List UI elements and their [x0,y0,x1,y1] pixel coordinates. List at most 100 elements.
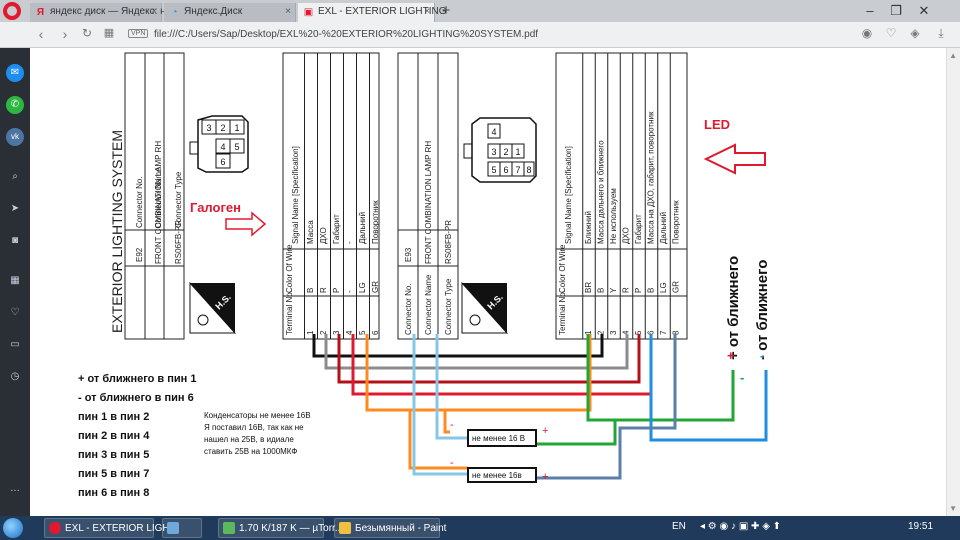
pin-no-cell: 1 [584,330,593,335]
pin-no-cell: 5 [634,330,643,335]
led-arrow-icon [703,143,766,175]
wire-black [312,334,604,358]
taskbar-item-paint[interactable]: Безымянный - Paint [334,518,446,538]
vertical-scrollbar[interactable]: ▲ ▼ [946,48,960,516]
pin-no-cell: 3 [609,330,618,335]
pin-signal-cell: Габарит [634,214,643,244]
tab-label: Яндекс.Диск [184,6,243,17]
pin-color-cell: R [622,287,631,293]
heart-icon[interactable]: ♡ [885,26,897,40]
tab-yandex-search[interactable]: Я яндекс диск — Яндекс: на × [30,3,171,22]
bookmarks-icon[interactable]: ♡ [10,307,20,318]
close-window-icon[interactable]: ✕ [918,3,930,18]
e92-connector-no-label: Connector No. [135,176,144,228]
speed-dial-icon[interactable]: ▦ [103,27,115,39]
camera-icon[interactable]: ◉ [861,26,873,40]
pin-color-cell: P [634,288,643,293]
start-button[interactable] [3,518,23,538]
scroll-up-icon[interactable]: ▲ [949,51,957,60]
messenger-icon[interactable]: ✉ [6,64,24,82]
svg-text:пин 3 в пин 5: пин 3 в пин 5 [78,449,149,461]
pin-signal-cell: - [345,241,354,244]
pin-color-cell: R [319,287,328,293]
pin-no-cell: 7 [659,330,668,335]
taskbar-item-utorrent[interactable]: 1.70 K/187 K — µTorr... [218,518,343,538]
pin-color-cell: BR [584,282,593,293]
close-icon[interactable]: × [424,6,430,17]
camera-snap-icon[interactable]: ◙ [11,235,19,246]
wire-green-2 [535,418,617,446]
minimize-icon[interactable]: – [866,3,874,18]
capacitor-note: Конденсаторы не менее 16В Я поставил 16В… [204,411,311,456]
new-tab-button[interactable]: + [441,2,451,19]
back-icon[interactable]: ‹ [38,26,44,42]
tab-exl-pdf[interactable]: ▣ EXL - EXTERIOR LIGHTING × [298,3,447,22]
vk-icon[interactable]: vk [6,128,24,146]
close-icon[interactable]: × [151,6,157,17]
minus-from-low-beam-label: - от ближнего [754,260,771,360]
pin-color-cell: B [647,288,656,293]
taskbar: EXL - EXTERIOR LIGH... 1.70 K/187 K — µT… [0,516,960,540]
opera-icon [49,522,61,534]
more-icon[interactable]: … [10,483,20,494]
pin6-label: 3 [206,123,211,133]
minus-sign-blue: - [760,348,764,363]
connector-e93-header: Connector No. E93 Connector Name FRONT C… [397,52,459,340]
taskbar-item-app[interactable] [162,518,202,538]
halogen-label: Галоген [190,200,241,215]
pin-no-cell: 2 [319,330,328,335]
e93-type: RS08FB-PR [444,220,453,264]
led-label: LED [704,117,730,132]
opera-logo-icon[interactable] [3,2,21,20]
maximize-icon[interactable]: ❐ [890,3,902,18]
col-color-label: Color Of Wire [285,244,294,293]
url-field[interactable]: file:///C:/Users/Sap/Desktop/EXL%20-%20E… [154,29,539,40]
scroll-down-icon[interactable]: ▼ [949,504,957,513]
pin8-label: 7 [515,165,520,175]
extension-icon[interactable]: ◈ [910,26,920,40]
svg-text:пин 6 в пин 8: пин 6 в пин 8 [78,487,149,499]
capacitor-1: не менее 16 В - + [450,419,548,447]
reload-icon[interactable]: ↻ [81,26,93,40]
cap-minus: - [450,419,454,431]
pin-no-cell: 1 [306,330,315,335]
e92-connector-name-label: Connector Name [154,167,163,228]
col-signal-label: Signal Name [Specification] [564,146,573,244]
send-icon[interactable]: ➤ [10,203,20,214]
cap-plus: + [542,425,548,437]
svg-text:- от ближнего в пин 6: - от ближнего в пин 6 [78,392,194,404]
search-icon[interactable]: ⌕ [12,171,18,182]
pin-no-cell: 8 [672,330,681,335]
e93-no: E93 [404,247,413,262]
pin6-label: 6 [220,157,225,167]
tabs-icon[interactable]: ▭ [10,339,20,350]
pin-signal-cell: Масса дальнего и ближнего [597,140,606,244]
pin6-label: 1 [234,123,239,133]
pin-signal-cell: Масса на ДХО, габарит, поворотник [647,111,656,244]
whatsapp-icon[interactable]: ✆ [6,96,24,114]
language-indicator[interactable]: EN [672,521,686,532]
hs-badge-left: H.S. [189,281,237,334]
clock[interactable]: 19:51 [908,521,934,532]
forward-icon[interactable]: › [62,26,68,42]
svg-text:пин 5 в пин 7: пин 5 в пин 7 [78,468,149,480]
taskbar-item-opera[interactable]: EXL - EXTERIOR LIGH... [44,518,178,538]
tab-label: EXL - EXTERIOR LIGHTING [318,6,447,17]
col-terminal-label: Terminal No. [558,290,567,335]
vpn-badge[interactable]: VPN [128,29,149,38]
wire-gray [324,334,629,370]
history-icon[interactable]: ◷ [10,371,20,382]
close-icon[interactable]: × [285,6,291,17]
pdf-icon: ▣ [303,7,314,18]
tray-icons[interactable]: ◂ ⚙ ◉ ♪ ▣ ✚ ◈ ⬆ [700,521,782,532]
pin-signal-cell: Ближний [584,211,593,244]
tab-yandex-disk[interactable]: ◔ Яндекс.Диск × [164,3,296,22]
e92-name: FRONT COMBINATION LAMP RH [154,141,163,264]
pin6-label: 2 [220,123,225,133]
pdf-page: EXTERIOR LIGHTING SYSTEM Connector No. E… [78,52,771,499]
download-icon[interactable]: ⤓ [938,26,944,40]
tab-bar: Я яндекс диск — Яндекс: на × ◔ Яндекс.Ди… [0,0,960,22]
pin8-label: 4 [491,127,496,137]
speed-dial-sidebar-icon[interactable]: ▦ [10,275,20,286]
svg-text:пин 1 в пин 2: пин 1 в пин 2 [78,411,149,423]
